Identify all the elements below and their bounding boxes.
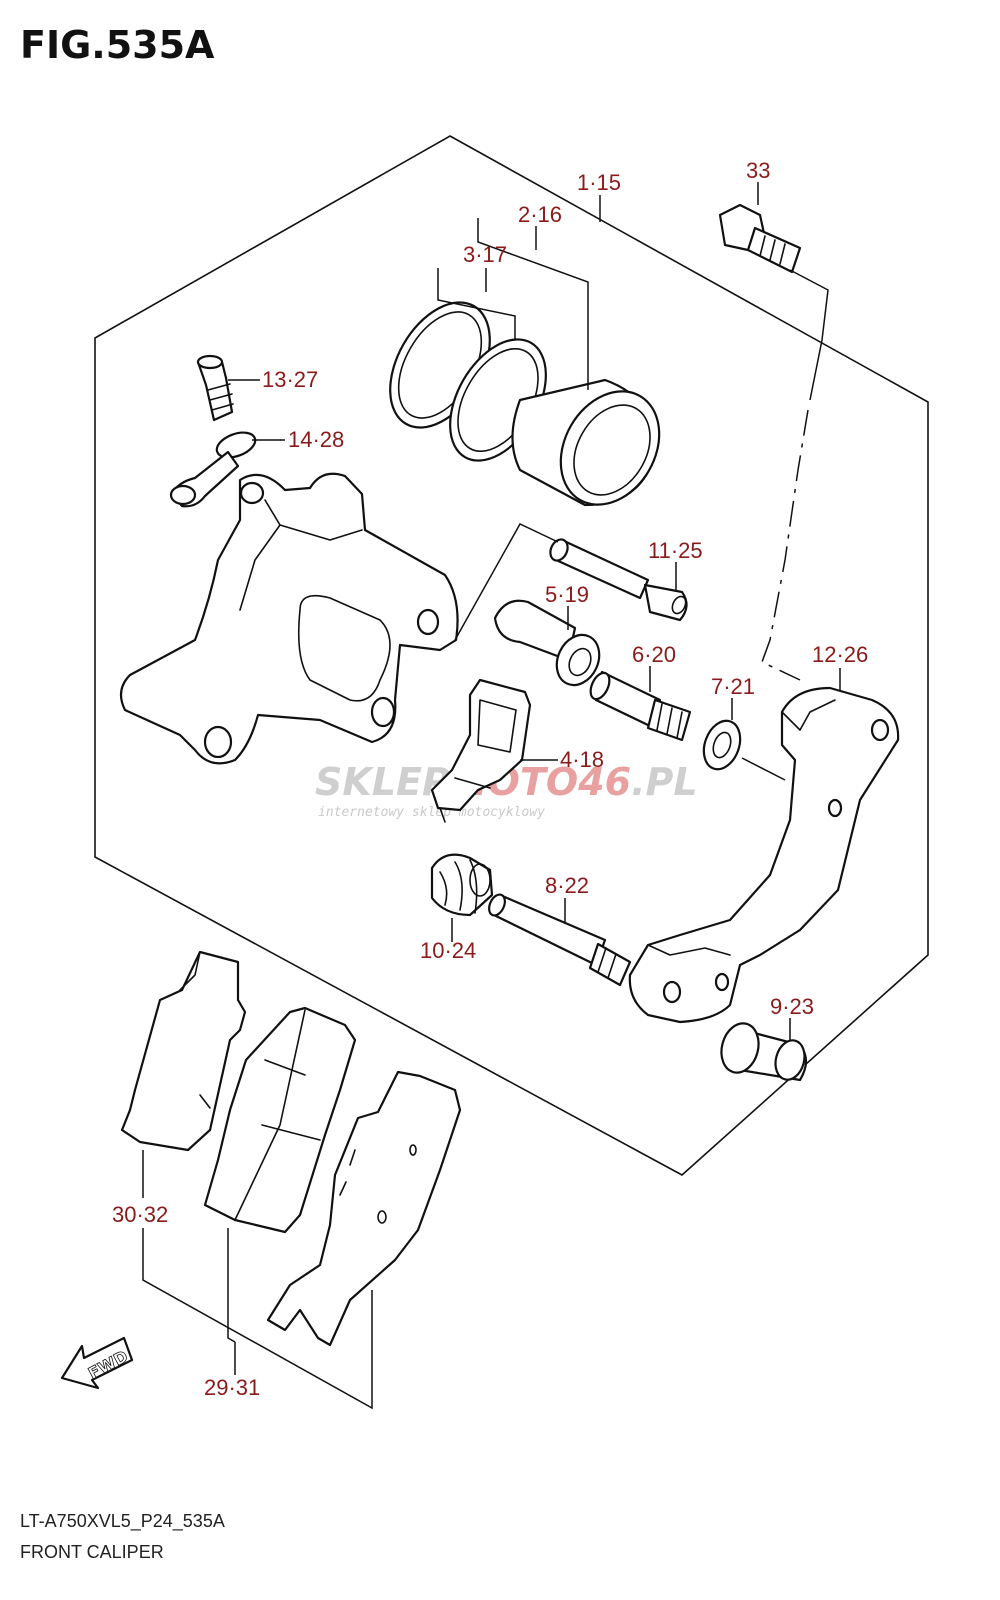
callout-8-22[interactable]: 8·22 [545,873,589,898]
caliper-piston [511,378,661,507]
slide-pin-threaded [589,670,692,742]
callout-14-28[interactable]: 14·28 [288,427,344,452]
slide-pin [549,538,688,622]
callout-9-23[interactable]: 9·23 [770,994,814,1019]
callout-3-17[interactable]: 3·17 [463,242,507,267]
slide-pin-boot [493,599,601,687]
watermark: SKLEPMOTO46.PL internetowy sklep motocyk… [315,760,698,820]
callout-4-18[interactable]: 4·18 [560,747,604,772]
watermark-brand-part4: .PL [631,760,698,804]
leader-lines [142,182,841,1410]
callout-5-19[interactable]: 5·19 [545,582,589,607]
bleeder-screw [196,354,234,422]
bracket-sleeve [720,1022,808,1082]
caliper-body [119,472,459,765]
callout-10-24[interactable]: 10·24 [420,938,476,963]
watermark-brand-part1: SKLEP [315,760,450,804]
watermark-tagline: internetowy sklep motocyklowy [318,805,545,820]
fwd-arrow-icon: FWD [60,1336,134,1390]
mounting-bolt [718,203,802,274]
pad-spring [430,678,532,823]
watermark-brand-part3: 46 [577,760,631,804]
callout-labels: 1·15 2·16 3·17 33 13·27 14·28 11·25 5·19… [112,158,868,1400]
callout-6-20[interactable]: 6·20 [632,642,676,667]
pad-shim [266,1070,462,1347]
callout-11-25[interactable]: 11·25 [648,538,703,563]
model-code: LT-A750XVL5_P24_535A [20,1511,225,1532]
brake-pad-outer [120,950,247,1152]
bracket-boot [430,853,494,917]
callout-7-21[interactable]: 7·21 [711,674,755,699]
callout-13-27[interactable]: 13·27 [262,367,318,392]
bracket-pin [488,893,632,987]
assembly-frame [94,135,929,1176]
callout-12-26[interactable]: 12·26 [812,642,868,667]
callout-2-16[interactable]: 2·16 [518,202,562,227]
bleeder-cap [169,431,257,508]
figure-title: FIG.535A [20,23,215,67]
section-name: FRONT CALIPER [20,1542,164,1562]
callout-30-32[interactable]: 30·32 [112,1202,168,1227]
washer [702,719,742,771]
callout-1-15[interactable]: 1·15 [577,170,621,195]
brake-pad-inner [203,1006,357,1234]
callout-33[interactable]: 33 [746,158,770,183]
callout-29-31[interactable]: 29·31 [204,1375,260,1400]
caliper-bracket [628,686,900,1024]
